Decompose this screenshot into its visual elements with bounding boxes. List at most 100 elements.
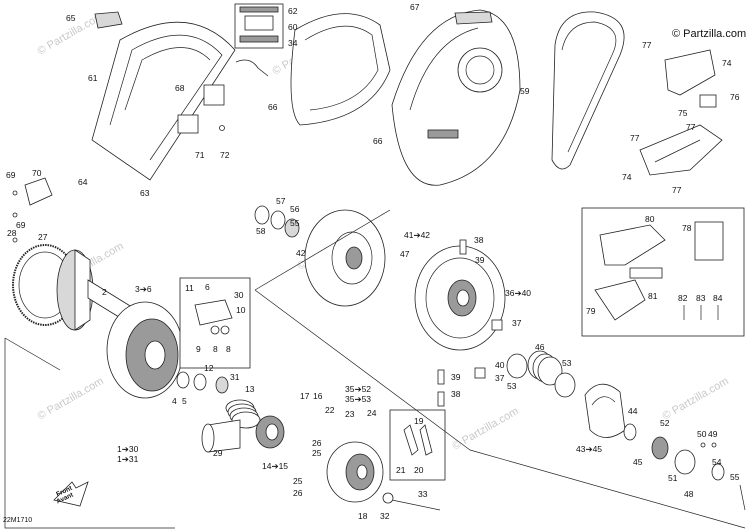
driven-small-parts — [437, 239, 503, 407]
watermark-5: © Partzilla.com — [451, 405, 521, 452]
watermark-6: © Partzilla.com — [36, 375, 106, 422]
callout-80: 80 — [645, 214, 655, 224]
callout-18: 18 — [358, 511, 368, 521]
callout-81: 81 — [648, 291, 658, 301]
callout-69a: 69 — [6, 170, 16, 180]
callout-60: 60 — [288, 22, 298, 32]
callout-35-52: 35➔52 — [345, 384, 371, 394]
callout-31: 31 — [230, 372, 240, 382]
callout-25b: 25 — [293, 476, 303, 486]
callout-46: 46 — [535, 342, 545, 352]
callout-71: 71 — [195, 150, 205, 160]
callout-26b: 26 — [293, 488, 303, 498]
callout-32: 32 — [380, 511, 390, 521]
callout-25a: 25 — [312, 448, 322, 458]
callout-64: 64 — [78, 177, 88, 187]
callout-68: 68 — [175, 83, 185, 93]
callout-66b: 66 — [373, 136, 383, 146]
callout-labels: 65 6 2 60 34 67 61 68 71 72 63 64 66 66 5… — [6, 2, 740, 521]
callout-70: 70 — [32, 168, 42, 178]
callout-21: 21 — [396, 465, 406, 475]
callout-14-15: 14➔15 — [262, 461, 288, 471]
callout-11: 11 — [185, 283, 194, 293]
callout-48: 48 — [684, 489, 694, 499]
copyright-text: © Partzilla.com — [672, 28, 747, 40]
callout-74b: 74 — [622, 172, 632, 182]
callout-6: 6 — [205, 282, 210, 292]
callout-47: 47 — [400, 249, 410, 259]
callout-52: 52 — [660, 418, 670, 428]
callout-17: 17 — [300, 391, 310, 401]
callout-4: 4 — [172, 396, 177, 406]
upper-right-bracket — [664, 49, 717, 108]
front-arrow-icon — [53, 481, 89, 507]
left-bracket-70 — [12, 177, 53, 243]
callout-10: 10 — [236, 305, 246, 315]
callout-2: 2 — [102, 287, 107, 297]
callout-79: 79 — [586, 306, 596, 316]
lever-detail-box — [389, 409, 446, 481]
callout-3-6: 3➔6 — [135, 284, 152, 294]
callout-38a: 38 — [474, 235, 484, 245]
lower-right-guard — [639, 124, 723, 176]
callout-50: 50 — [697, 429, 707, 439]
callout-83: 83 — [696, 293, 706, 303]
callout-1-30: 1➔30 — [117, 444, 139, 454]
callout-22: 22 — [325, 405, 335, 415]
callout-65: 65 — [66, 13, 76, 23]
callout-28: 28 — [7, 228, 17, 238]
callout-58: 58 — [256, 226, 266, 236]
callout-53b: 53 — [507, 381, 517, 391]
callout-29: 29 — [213, 448, 223, 458]
callout-20: 20 — [414, 465, 424, 475]
callout-34: 34 — [288, 38, 298, 48]
cover-detail-box — [581, 207, 745, 337]
bushing-cylinder — [201, 419, 241, 453]
callout-76: 76 — [730, 92, 740, 102]
callout-84: 84 — [713, 293, 723, 303]
callout-53a: 53 — [562, 358, 572, 368]
callout-61: 61 — [88, 73, 98, 83]
callout-67: 67 — [410, 2, 420, 12]
callout-35-53: 35➔53 — [345, 394, 371, 404]
driven-cam — [584, 383, 626, 438]
callout-69b: 69 — [16, 220, 26, 230]
front-direction-tag: Front Avant — [52, 478, 90, 508]
callout-77d: 77 — [672, 185, 682, 195]
callout-13: 13 — [245, 384, 255, 394]
callout-39a: 39 — [475, 255, 485, 265]
callout-77a: 77 — [642, 40, 652, 50]
callout-55b: 55 — [730, 472, 740, 482]
callout-77b: 77 — [686, 122, 696, 132]
callout-74a: 74 — [722, 58, 732, 68]
sheave-cover — [326, 441, 384, 503]
bolt-33 — [382, 492, 441, 511]
cover-inner — [290, 13, 391, 126]
callout-9: 9 — [196, 344, 201, 354]
callout-63: 63 — [140, 188, 150, 198]
driven-end-parts — [623, 423, 746, 511]
callout-66a: 66 — [268, 102, 278, 112]
callout-59: 59 — [520, 86, 530, 96]
roller-detail-box — [179, 277, 251, 369]
callout-36-40: 36➔40 — [505, 288, 531, 298]
driven-spring — [506, 350, 576, 398]
callout-44: 44 — [628, 406, 638, 416]
callout-42: 42 — [296, 248, 306, 258]
callout-51: 51 — [668, 473, 678, 483]
driven-movable-sheave — [414, 245, 506, 351]
callout-49: 49 — [708, 429, 718, 439]
callout-33: 33 — [418, 489, 428, 499]
callout-72: 72 — [220, 150, 230, 160]
callout-37a: 37 — [512, 318, 522, 328]
assembly-outlines — [4, 209, 746, 529]
callout-55: 55 — [290, 218, 300, 228]
callout-56: 56 — [290, 204, 300, 214]
drawing-number: 22M1710 — [3, 517, 33, 524]
cover-outer — [391, 9, 521, 186]
washers-primary — [176, 371, 229, 394]
callout-40: 40 — [495, 360, 505, 370]
callout-77c: 77 — [630, 133, 640, 143]
watermark-7: © Partzilla.com — [661, 375, 731, 422]
